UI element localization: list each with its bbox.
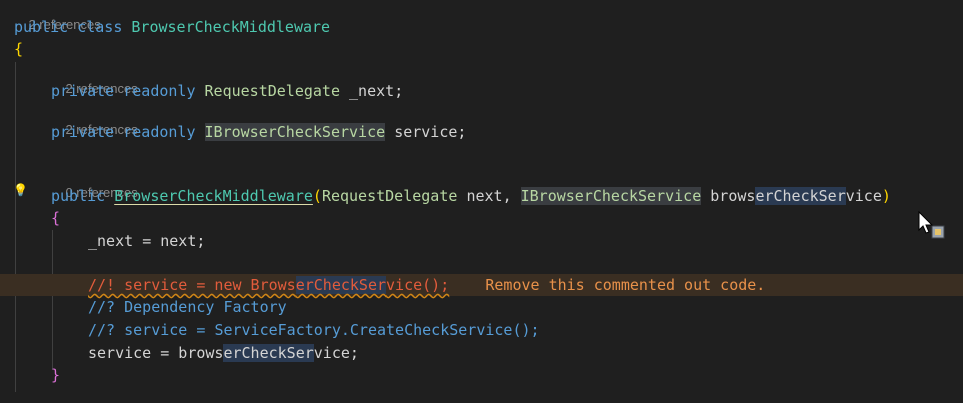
word-highlight: erCheckSer (295, 276, 387, 294)
field-name[interactable]: service (394, 123, 458, 141)
code-line[interactable]: { (14, 38, 963, 60)
comment-text: ServiceFactory (214, 321, 341, 339)
punctuation: , (502, 187, 512, 205)
class-name[interactable]: BrowserCheckMiddleware (131, 18, 331, 36)
statement-text: service = brows (88, 344, 224, 362)
codelens-references[interactable]: 0 references (51, 166, 963, 200)
code-line[interactable]: service = browserCheckService; (88, 342, 963, 364)
codelens-text[interactable]: 2 references (28, 17, 101, 32)
paren: ) (881, 187, 891, 205)
codelens-text[interactable]: 2 references (65, 122, 138, 137)
comment-text: vice(); (386, 276, 450, 294)
field-name[interactable]: _next (88, 232, 134, 250)
warning-line-highlight (0, 274, 963, 296)
parameter-name[interactable]: next; (160, 232, 206, 250)
codelens-references[interactable]: 2 references (14, 0, 963, 32)
keyword: readonly (123, 123, 196, 141)
inline-diagnostic-message: Remove this commented out code. (485, 276, 766, 294)
operator: = (142, 232, 152, 250)
parameter-name[interactable]: next (466, 187, 503, 205)
comment-text: (); (512, 321, 540, 339)
statement-text: vice; (313, 344, 359, 362)
interface-name[interactable]: IBrowserCheckService (204, 123, 386, 141)
brace: } (51, 366, 61, 384)
parameter-name[interactable]: browserCheckService (710, 187, 882, 205)
keyword: private (51, 82, 115, 100)
word-highlight: erCheckSer (223, 344, 314, 362)
comment-text: . (340, 321, 350, 339)
codelens-references[interactable]: 2 references (51, 62, 963, 96)
code-line[interactable]: //? Dependency Factory (88, 296, 963, 318)
code-line[interactable]: private readonly RequestDelegate _next; (51, 80, 963, 102)
keyword: public (51, 187, 106, 205)
field-name[interactable]: _next (349, 82, 395, 100)
indent-guide (15, 62, 16, 392)
codelens-references[interactable]: 2 references (51, 103, 963, 137)
comment: //? Dependency Factory (88, 298, 287, 316)
comment-text: CreateCheckService (349, 321, 513, 339)
word-highlight: erCheckSer (755, 187, 846, 205)
brace: { (14, 40, 24, 58)
keyword: class (77, 18, 123, 36)
codelens-text[interactable]: 2 references (65, 81, 138, 96)
code-line[interactable]: public BrowserCheckMiddleware(RequestDel… (51, 185, 963, 207)
parameter-text: vice (845, 187, 882, 205)
comment-text: //! service = new Brows (88, 276, 296, 294)
comment-text: //? service = (88, 321, 215, 339)
keyword: private (51, 123, 115, 141)
punctuation: ; (394, 82, 404, 100)
codelens-text[interactable]: 0 references (65, 185, 138, 200)
code-line[interactable]: //? service = ServiceFactory.CreateCheck… (88, 319, 963, 341)
interface-name[interactable]: IBrowserCheckService (520, 187, 702, 205)
code-line[interactable]: private readonly IBrowserCheckService se… (51, 121, 963, 143)
commented-code[interactable]: //! service = new BrowserCheckService(); (88, 276, 449, 294)
statement[interactable]: service = browserCheckService; (88, 344, 359, 362)
type-name[interactable]: RequestDelegate (321, 187, 458, 205)
paren: ( (312, 187, 322, 205)
comment: //? service = ServiceFactory.CreateCheck… (88, 321, 540, 339)
code-line[interactable]: } (51, 364, 963, 386)
punctuation: ; (457, 123, 467, 141)
keyword: public (14, 18, 69, 36)
constructor-name[interactable]: BrowserCheckMiddleware (114, 187, 313, 205)
indent-guide (52, 230, 53, 370)
keyword: readonly (123, 82, 196, 100)
mouse-cursor-icon (918, 210, 945, 239)
parameter-text: brows (710, 187, 756, 205)
lightbulb-icon[interactable]: 💡 (13, 183, 28, 197)
brace: { (51, 209, 61, 227)
code-line-warning[interactable]: //! service = new BrowserCheckService();… (88, 274, 963, 296)
type-name[interactable]: RequestDelegate (204, 82, 340, 100)
code-line[interactable]: _next = next; (88, 230, 963, 252)
code-line[interactable]: public class BrowserCheckMiddleware (14, 16, 963, 38)
code-line[interactable]: { (51, 207, 963, 229)
